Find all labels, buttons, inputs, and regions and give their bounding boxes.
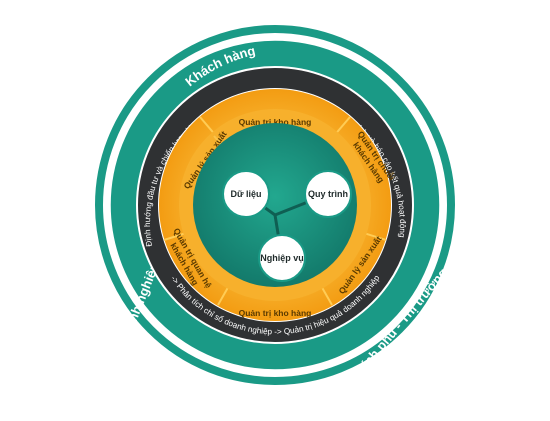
core-label-quy-trinh: Quy trình bbox=[308, 189, 348, 199]
teal-band bbox=[110, 40, 440, 370]
core-label-du-lieu: Dữ liệu bbox=[230, 189, 261, 199]
bubble-nghiep-vu bbox=[258, 234, 306, 282]
bubble-du-lieu bbox=[222, 170, 270, 218]
core-circle bbox=[193, 123, 357, 287]
bubble-quy-trinh bbox=[304, 170, 352, 218]
segment-quan-tri-kho-hang-top: Quản trị kho hàng bbox=[239, 117, 312, 127]
dark-ring bbox=[138, 68, 412, 342]
outer-ring bbox=[95, 25, 455, 385]
core-label-nghiep-vu: Nghiệp vụ bbox=[260, 253, 304, 263]
segment-quan-tri-kho-hang-bottom: Quản trị kho hàng bbox=[239, 308, 312, 318]
